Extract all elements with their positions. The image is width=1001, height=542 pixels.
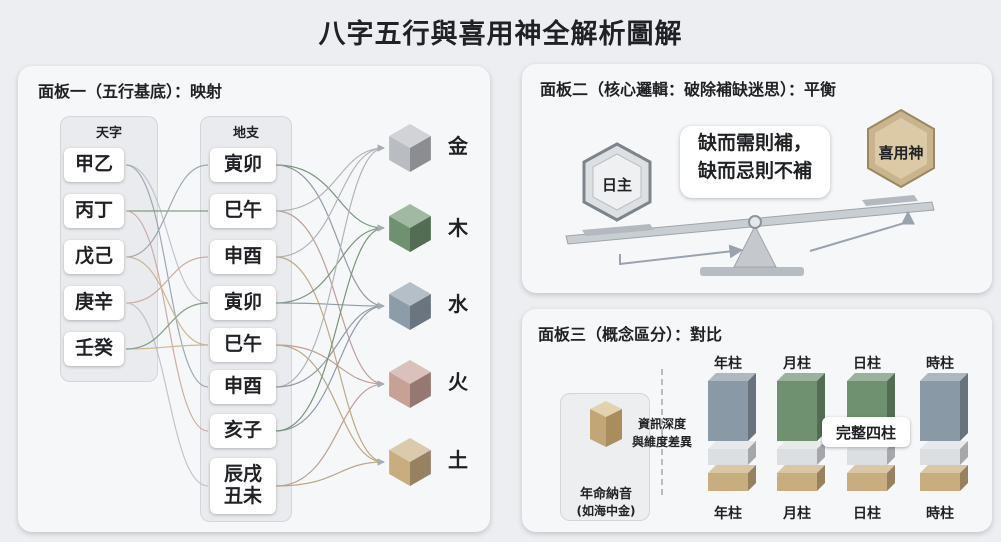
scale-base [700,267,804,276]
pillar-bottom-day: 日柱 [853,506,881,522]
dizhi-chip-8: 辰戌 丑未 [210,458,276,514]
element-label-metal: 金 [448,134,468,158]
tiangan-header: 天字 [95,126,122,141]
connection-line [275,144,385,258]
arrow-right [809,210,915,252]
dizhi-chip-4: 寅卯 [210,286,276,320]
connection-line [275,256,385,466]
connection-line [125,302,209,487]
connection-line [275,344,385,388]
motto-line-1: 缺而需則補， [697,132,812,154]
connection-line [275,302,385,310]
page-title: 八字五行與喜用神全解析圖解 [318,19,683,50]
mapping-connections [125,124,431,487]
connection-line [275,458,385,487]
pillar-top-year: 年柱 [714,356,742,372]
pillar-bottom-year: 年柱 [714,506,742,522]
pillar-year [708,373,756,491]
connection-line [125,302,209,350]
tiangan-chip-2: 丙丁 [64,194,124,228]
nayin-example: (如海中金) [576,504,636,518]
element-gem-metal [389,124,431,172]
connection-line [275,224,385,432]
right-pan [862,195,918,206]
element-gem-water [389,282,431,330]
pillar-top-hour: 時柱 [926,356,954,372]
pillar-top-month: 月柱 [783,356,811,372]
nayin-label: 年命納音 [579,487,632,502]
connection-line [275,210,385,388]
tiangan-chip-5: 壬癸 [64,332,124,366]
day-master-label: 日主 [601,176,632,194]
element-label-earth: 土 [448,448,468,472]
panel-balance: 面板二（核心邏輯：破除補缺迷思）：平衡 日主 喜用神 缺而需則補， 缺而忌則不補 [522,64,992,293]
element-gem-earth [389,438,431,486]
arrow-left [619,244,744,266]
dizhi-chip-2: 巳午 [210,194,276,228]
dizhi-chip-5: 巳午 [210,328,276,362]
pillar-month [777,373,825,491]
connection-line [275,144,385,388]
panel-mapping: 面板一（五行基底）：映射 天字 地支 甲乙 丙丁 戊己 庚辛 壬癸 寅卯 巳午 … [18,66,490,532]
dizhi-chip-1: 寅卯 [210,148,276,182]
connection-line [275,302,385,432]
panel1-title: 面板一（五行基底）：映射 [38,82,223,101]
connection-line [275,380,385,487]
connection-line [275,144,385,212]
connection-line [275,302,385,388]
tiangan-chip-4: 庚辛 [64,286,124,320]
dizhi-header: 地支 [232,126,259,141]
connection-line [125,164,209,258]
connection-line [275,164,385,232]
complete-four-pillars-badge: 完整四柱 [822,417,910,447]
panel-contrast: 面板三（概念區分）：對比 年命納音 (如海中金) 資訊深度 與維度差異 年柱 月… [522,309,992,532]
connection-line [275,164,385,310]
dizhi-chip-6: 申酉 [210,370,276,404]
panel2-title: 面板二（核心邏輯：破除補缺迷思）：平衡 [540,80,837,99]
pillar-hour [920,373,968,491]
pillars-drawing [590,369,968,499]
connection-line [125,210,209,432]
connection-line [125,344,209,350]
panel3-title: 面板三（概念區分）：對比 [538,325,723,344]
dizhi-chip-7: 亥子 [210,414,276,448]
xiyongshen-label: 喜用神 [878,144,924,162]
connection-line [125,256,209,346]
motto-line-2: 缺而忌則不補 [697,159,812,182]
pillar-bottom-hour: 時柱 [926,506,954,522]
connection-line [125,256,209,304]
scale-pivot [748,215,762,229]
element-gem-fire [389,360,431,408]
element-label-wood: 木 [448,216,468,240]
element-gem-wood [389,204,431,252]
connection-line [125,164,209,304]
pillar-bottom-month: 月柱 [783,506,811,522]
element-label-fire: 火 [448,370,468,394]
connection-line [125,164,209,388]
connection-line [275,344,385,466]
pillar-top-day: 日柱 [853,356,881,372]
scale-fulcrum [733,224,777,268]
tiangan-chip-3: 戊己 [64,240,124,274]
left-pan [582,224,654,236]
compare-label-1: 資訊深度 [637,417,686,431]
motto-bubble: 缺而需則補， 缺而忌則不補 [680,126,830,198]
compare-label-2: 與維度差異 [631,435,692,449]
element-label-water: 水 [448,292,468,316]
dizhi-chip-3: 申酉 [210,240,276,274]
balance-scale [565,108,935,276]
tiangan-chip-1: 甲乙 [64,148,124,182]
